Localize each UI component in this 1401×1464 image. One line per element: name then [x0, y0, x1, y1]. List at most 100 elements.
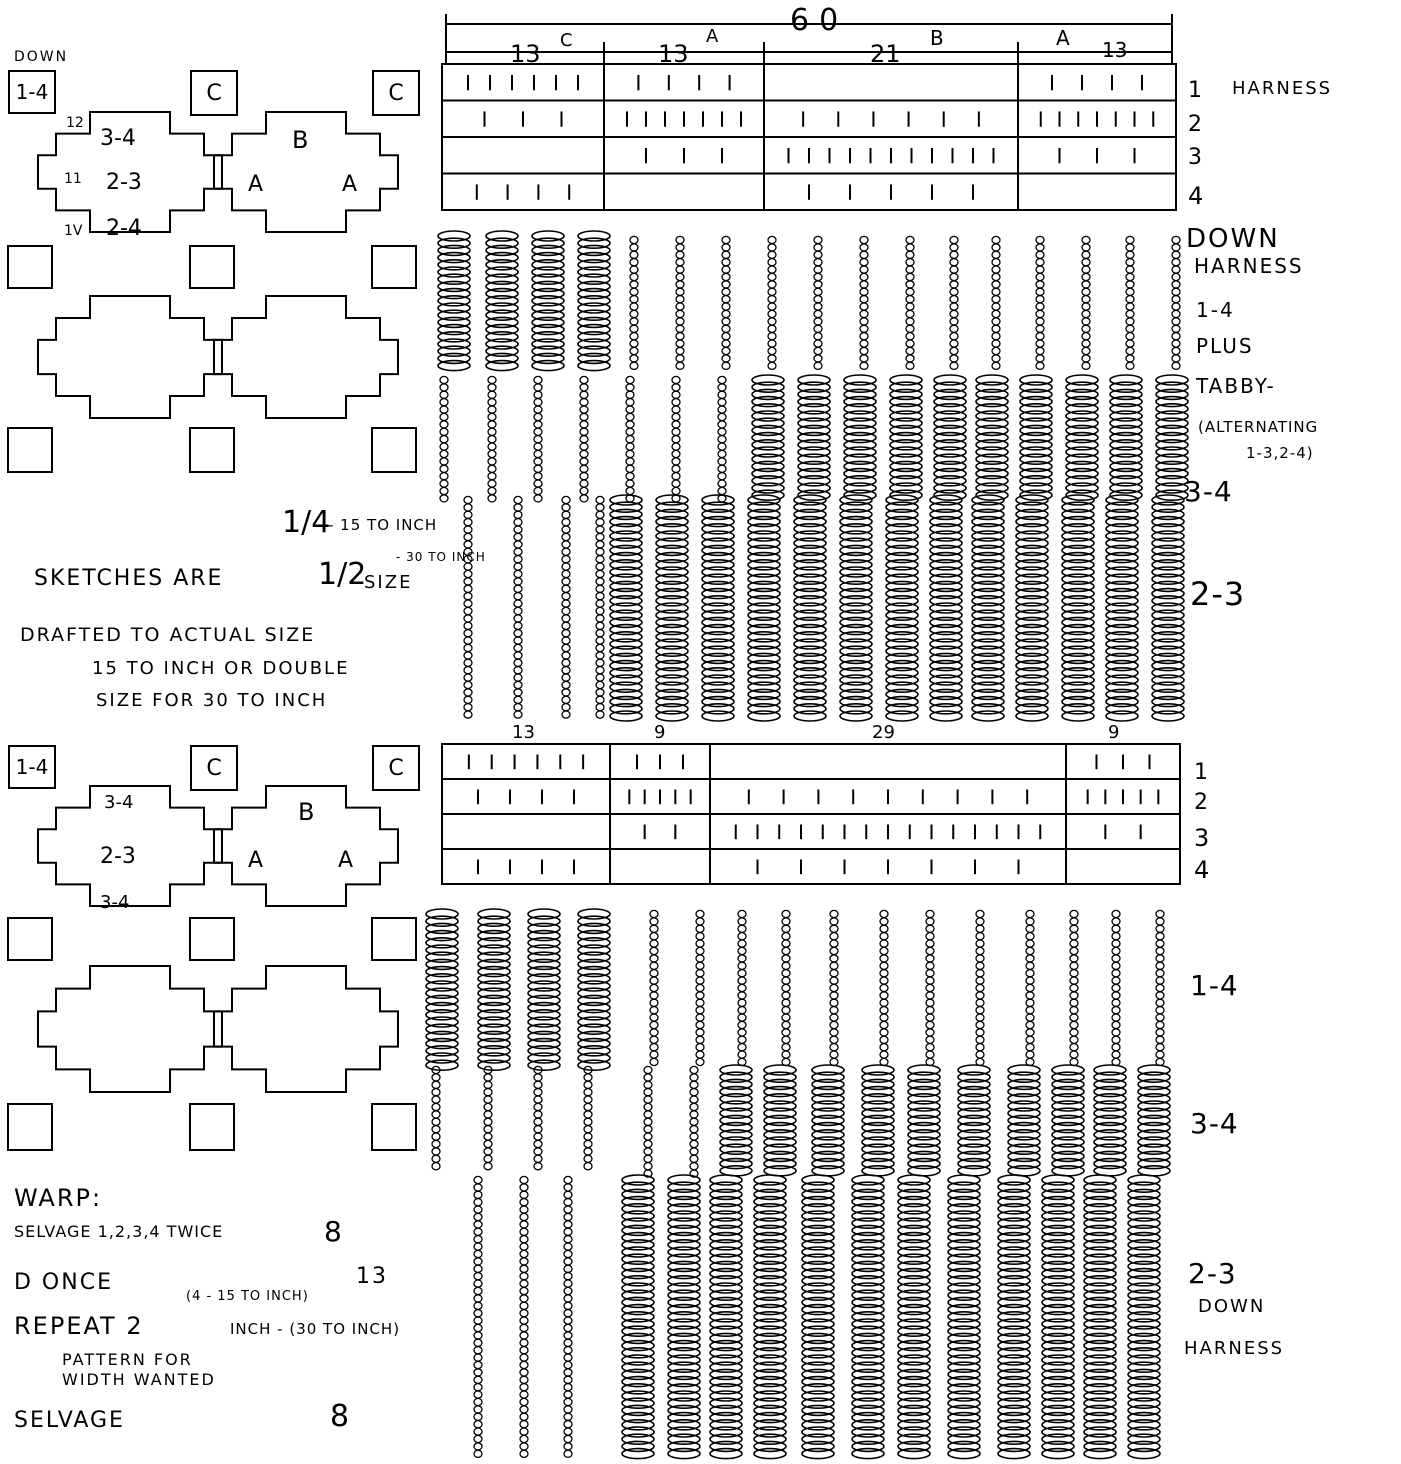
tie-column — [905, 354, 915, 363]
tie-column — [1081, 331, 1091, 341]
tie-column — [431, 1139, 441, 1149]
float-column — [709, 1318, 743, 1330]
tie-column — [595, 628, 605, 638]
tie-column — [483, 1095, 493, 1104]
tie-column — [767, 346, 777, 356]
tie-column — [949, 287, 959, 297]
tie-column — [1035, 302, 1045, 311]
tie-column — [767, 302, 777, 311]
float-column — [667, 1390, 701, 1402]
tie-column — [439, 375, 449, 385]
tie-column — [1081, 361, 1091, 371]
float-column — [747, 544, 781, 557]
float-column — [485, 280, 519, 293]
float-column — [753, 1289, 787, 1301]
float-column — [1061, 544, 1095, 557]
tie-column — [431, 1154, 441, 1164]
float-column — [477, 1045, 511, 1057]
tie-column — [813, 287, 823, 297]
float-column — [1151, 666, 1185, 679]
tie-column — [671, 375, 681, 385]
tie-column — [813, 272, 823, 282]
float-column — [531, 316, 565, 329]
float-column — [655, 587, 689, 600]
draft-top-group-2-count: 13 — [658, 40, 689, 68]
float-column — [793, 616, 827, 629]
float-column — [751, 424, 785, 437]
tie-column — [1171, 265, 1181, 274]
tie-column — [563, 1205, 573, 1214]
float-column — [793, 580, 827, 593]
tie-column — [483, 1080, 493, 1090]
tie-column — [1035, 309, 1045, 319]
float-column — [1093, 1085, 1127, 1098]
tie-column — [1035, 317, 1045, 326]
float-column — [971, 710, 1005, 722]
tie-column — [859, 331, 869, 341]
tie-column — [721, 272, 731, 282]
float-column — [843, 467, 877, 480]
float-column — [1127, 1224, 1161, 1237]
draft-bottom-group-2: 9 — [654, 722, 666, 743]
tie-column — [767, 243, 777, 252]
float-column — [655, 652, 689, 665]
tie-column — [487, 442, 497, 451]
float-column — [929, 522, 963, 535]
float-column — [1127, 1339, 1161, 1352]
tie-column — [1155, 1013, 1165, 1022]
tie-column — [721, 287, 731, 297]
float-column — [1083, 1433, 1117, 1445]
float-column — [701, 688, 735, 701]
tie-column — [671, 471, 681, 481]
tie-column — [649, 931, 659, 941]
float-column — [907, 1150, 941, 1163]
tie-column — [473, 1175, 483, 1185]
float-column — [1051, 1100, 1085, 1112]
float-column — [1041, 1231, 1075, 1244]
tie-column — [767, 339, 777, 348]
tie-column — [737, 961, 747, 971]
tie-column — [643, 1117, 653, 1127]
float-column — [1015, 537, 1049, 550]
float-column — [975, 453, 1009, 466]
tie-column — [781, 983, 791, 993]
tie-column — [991, 257, 1001, 267]
tie-column — [859, 250, 869, 260]
tie-column — [737, 917, 747, 926]
float-column — [861, 1093, 895, 1105]
float-column — [1127, 1383, 1161, 1395]
tie-column — [1171, 235, 1181, 245]
float-column — [1083, 1404, 1117, 1417]
tie-column — [695, 931, 705, 941]
float-column — [947, 1188, 981, 1201]
tie-column — [629, 324, 639, 334]
tie-column — [829, 924, 839, 934]
tie-column — [595, 547, 605, 557]
tie-column — [625, 383, 635, 392]
float-column — [1155, 424, 1189, 437]
float-column — [1019, 395, 1053, 408]
sketch-bottom-square — [189, 917, 235, 961]
float-column — [747, 710, 781, 722]
float-column — [751, 489, 785, 502]
tie-column — [671, 420, 681, 429]
float-column — [527, 958, 561, 971]
tie-column — [483, 1154, 493, 1164]
tie-column — [675, 302, 685, 311]
tie-column — [813, 302, 823, 311]
float-column — [975, 388, 1009, 401]
tie-column — [949, 339, 959, 348]
tie-column — [595, 562, 605, 571]
float-column — [527, 915, 561, 928]
float-column — [701, 501, 735, 514]
tie-column — [487, 486, 497, 496]
tie-column — [859, 317, 869, 326]
tie-column — [1111, 939, 1121, 948]
float-column — [1151, 630, 1185, 643]
float-column — [531, 258, 565, 271]
tie-column — [625, 405, 635, 414]
tie-column — [463, 688, 473, 697]
float-column — [1127, 1375, 1161, 1388]
tie-column — [439, 390, 449, 400]
tie-column — [829, 983, 839, 993]
